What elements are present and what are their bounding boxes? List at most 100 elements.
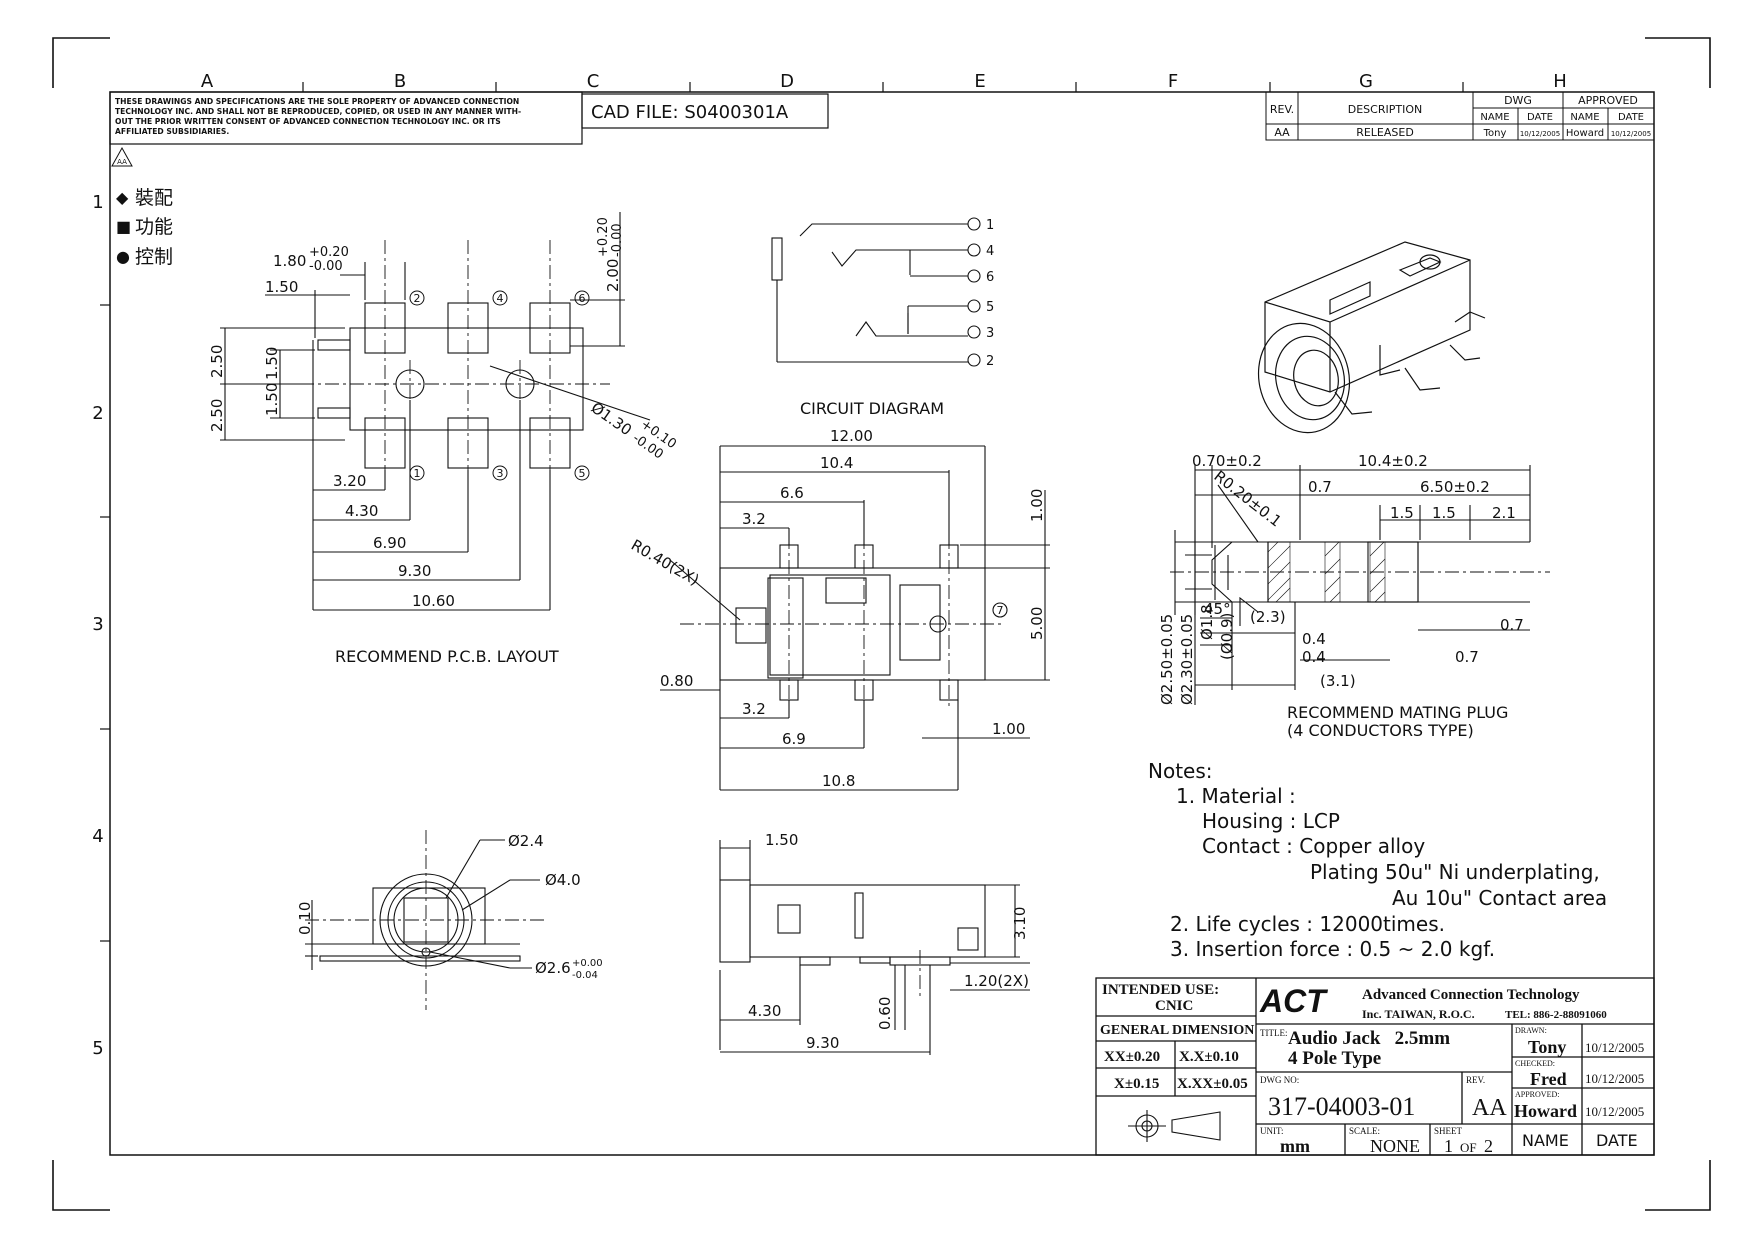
dim-plug-0-7-right: 0.7	[1500, 616, 1524, 634]
note-line-4: Plating 50u" Ni underplating,	[1310, 860, 1600, 884]
row-label-1: 1	[92, 192, 103, 213]
dwg-date-header: DATE	[1527, 112, 1553, 123]
sheet-of: OF	[1460, 1140, 1477, 1155]
dim-plug-r0-20: R0.20±0.1	[1211, 467, 1285, 531]
column-ticks	[302, 82, 1464, 92]
circuit-pin-1: 1	[986, 218, 994, 233]
circuit-diagram	[771, 217, 981, 367]
top-view-dims: 12.00 10.4 6.6 3.2 R0.40(2X) 1.00 5.00 0…	[628, 427, 1046, 790]
dim-plug-1-5b: 1.5	[1432, 504, 1456, 522]
note-line-1: 1. Material :	[1176, 784, 1296, 808]
note-line-6: 2. Life cycles : 12000times.	[1170, 912, 1445, 936]
dim-1-80-tol-plus: +0.20	[309, 245, 349, 260]
drawn-label: DRAWN:	[1515, 1026, 1547, 1035]
dim-10-60: 10.60	[412, 592, 455, 610]
intended-use-value: CNIC	[1155, 998, 1193, 1014]
dim-3-2-top: 3.2	[742, 510, 766, 528]
note-line-3: Contact : Copper alloy	[1202, 834, 1425, 858]
dim-2-50-a: 2.50	[208, 345, 226, 378]
dim-10-8: 10.8	[822, 772, 855, 790]
circuit-pin-5: 5	[986, 300, 994, 315]
proprietary-notice: THESE DRAWINGS AND SPECIFICATIONS ARE TH…	[109, 91, 829, 167]
dim-d4-0: Ø4.0	[545, 871, 581, 889]
front-view-dims: Ø2.4 Ø4.0 0.10 Ø2.6 +0.00 -0.04	[296, 832, 603, 981]
notice-line-3: OUT THE PRIOR WRITTEN CONSENT OF ADVANCE…	[115, 117, 501, 126]
drawn-name: Tony	[1528, 1037, 1566, 1057]
dim-plug-0-7: 0.7	[1308, 478, 1332, 496]
checked-date: 10/12/2005	[1585, 1071, 1644, 1086]
mating-plug-dims: 0.70±0.2 10.4±0.2 0.7 6.50±0.2 R0.20±0.1…	[1158, 452, 1524, 740]
pcb-pin-1: 1	[414, 467, 421, 480]
title-block-symbol	[1128, 1110, 1221, 1142]
dim-10-4: 10.4	[820, 454, 853, 472]
rev-label: REV.	[1466, 1075, 1485, 1085]
dim-1-80-tol-minus: -0.00	[309, 259, 343, 274]
title-line-2: 4 Pole Type	[1288, 1048, 1381, 1069]
revision-table-text: REV. DESCRIPTION DWG APPROVED NAME DATE …	[1270, 94, 1651, 139]
dwg-name-header: NAME	[1480, 112, 1509, 123]
dwg-header: DWG	[1504, 94, 1532, 107]
pcb-layout-caption: RECOMMEND P.C.B. LAYOUT	[335, 647, 559, 666]
pcb-layout-dims: 1.80 +0.20 -0.00 1.50 2.00 +0.20 -0.00 2…	[208, 217, 679, 666]
company-logo: ACT	[1259, 983, 1328, 1019]
dim-5-00: 5.00	[1028, 607, 1046, 640]
unit-label: UNIT:	[1260, 1126, 1284, 1136]
dwg-no-value: 317-04003-01	[1268, 1092, 1415, 1121]
pcb-pin-3: 3	[497, 467, 504, 480]
approved-label: APPROVED:	[1515, 1090, 1559, 1099]
rev-value: AA	[1274, 126, 1290, 139]
legend-symbol-1: ◆	[116, 188, 129, 207]
dim-6-6: 6.6	[780, 484, 804, 502]
dim-3-2-bottom: 3.2	[742, 700, 766, 718]
dim-plug-0-70: 0.70±0.2	[1192, 452, 1262, 470]
col-label-a: A	[201, 71, 214, 92]
legend-symbol-2: ■	[116, 217, 131, 236]
dim-plug-3-1: (3.1)	[1320, 672, 1356, 690]
tolerance-x-x: X.X±0.10	[1179, 1049, 1239, 1065]
side-view-dims: 1.50 3.10 1.20(2X) 4.30 0.60 9.30	[748, 831, 1029, 1052]
dim-1-80: 1.80	[273, 252, 306, 270]
top-view	[660, 445, 1050, 791]
dim-6-90: 6.90	[373, 534, 406, 552]
notice-line-2: TECHNOLOGY INC. AND SHALL NOT BE REPRODU…	[115, 107, 521, 116]
approved-date: 10/12/2005	[1585, 1104, 1644, 1119]
legend-label-3: 控制	[135, 246, 173, 268]
dim-2-00-tol-plus: +0.20	[596, 217, 611, 257]
circuit-diagram-caption: CIRCUIT DIAGRAM	[800, 399, 944, 418]
dim-4-30: 4.30	[345, 502, 378, 520]
pcb-pin-2: 2	[414, 292, 421, 305]
dim-1-50-top: 1.50	[265, 278, 298, 296]
checked-name: Fred	[1530, 1069, 1567, 1089]
legend-symbol-3: ●	[116, 247, 130, 266]
dim-0-80: 0.80	[660, 672, 693, 690]
dim-plug-d1-8: Ø1.8	[1198, 604, 1216, 640]
note-line-5: Au 10u" Contact area	[1392, 886, 1607, 910]
dim-2-00: 2.00	[604, 259, 622, 292]
pcb-pin-4: 4	[497, 292, 504, 305]
dwg-no-label: DWG NO:	[1260, 1075, 1299, 1085]
dwg-name-value: Tony	[1483, 128, 1507, 139]
notes: Notes: 1. Material : Housing : LCP Conta…	[1148, 759, 1607, 961]
pcb-pin-5: 5	[579, 467, 586, 480]
note-line-7: 3. Insertion force : 0.5 ~ 2.0 kgf.	[1170, 937, 1495, 961]
notice-line-4: AFFILIATED SUBSIDIARIES.	[115, 127, 229, 136]
rev-value: AA	[1472, 1095, 1507, 1121]
title-block-lines	[1095, 977, 1655, 1156]
rev-header: REV.	[1270, 103, 1294, 116]
dim-plug-d2-30: Ø2.30±0.05	[1178, 614, 1196, 705]
dim-plug-0-7-bottom: 0.7	[1455, 648, 1479, 666]
circuit-pin-labels: 1 4 6 5 3 2 CIRCUIT DIAGRAM	[800, 218, 994, 418]
approved-name-value: Howard	[1566, 128, 1604, 139]
name-column-label: NAME	[1522, 1131, 1569, 1150]
side-view	[719, 840, 1030, 1055]
unit-value: mm	[1280, 1136, 1310, 1156]
dwg-date-value: 10/12/2005	[1520, 130, 1560, 138]
dim-6-9: 6.9	[782, 730, 806, 748]
mating-plug	[1170, 465, 1550, 705]
col-label-b: B	[394, 71, 406, 92]
pcb-pin-labels: 1 2 3 4 5 6	[409, 290, 590, 481]
col-label-d: D	[780, 71, 794, 92]
drawn-date: 10/12/2005	[1585, 1040, 1644, 1055]
tolerance-xx: XX±0.20	[1104, 1049, 1160, 1065]
row-label-3: 3	[92, 614, 103, 635]
